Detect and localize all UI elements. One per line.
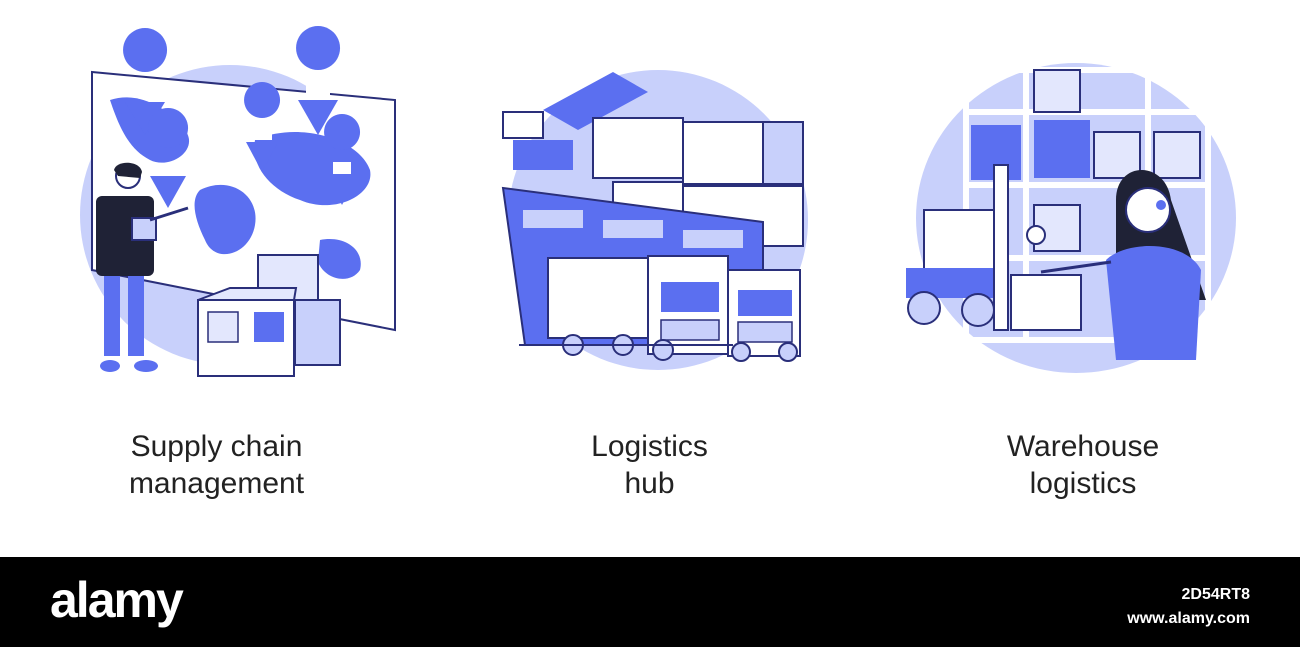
site-url: www.alamy.com [1127, 610, 1250, 627]
caption-line: Logistics [591, 430, 708, 463]
person-with-tablet [96, 162, 189, 372]
truck [727, 269, 801, 362]
image-id: 2D54RT8 [1181, 586, 1250, 603]
panel-logistics-hub: Logistics hub [433, 0, 866, 557]
caption-line: hub [624, 467, 675, 500]
panel-caption: Logistics hub [433, 428, 866, 502]
decorative-dot [933, 117, 943, 127]
factory-pin-icon [324, 114, 361, 205]
logistics-hub-illustration [501, 70, 808, 370]
continent-shape [194, 184, 256, 255]
warehouse-logistics-illustration [906, 63, 1236, 373]
truck [547, 255, 729, 361]
caption-line: Supply chain [130, 430, 303, 463]
woman-with-headset [1026, 170, 1206, 360]
ship-pin-icon [296, 26, 341, 135]
cardboard-boxes [197, 254, 341, 377]
watermark-footer: alamy 2D54RT8 www.alamy.com [0, 557, 1300, 647]
image-meta: 2D54RT8 www.alamy.com [1127, 583, 1250, 631]
continent-shape [318, 239, 361, 279]
panel-supply-chain: Supply chain management [0, 0, 433, 557]
forklift [906, 164, 1082, 331]
panel-warehouse-logistics: Warehouse logistics [866, 0, 1300, 557]
supply-chain-illustration [80, 26, 396, 377]
plane-pin-icon [148, 108, 189, 208]
truck-pin-icon [123, 28, 168, 135]
alamy-logo: alamy [50, 572, 184, 628]
caption-line: management [128, 467, 305, 500]
port-crane [502, 72, 648, 170]
store-pin-icon [244, 82, 281, 172]
caption-line: Warehouse [1006, 430, 1160, 463]
panel-caption: Warehouse logistics [866, 428, 1300, 502]
panel-caption: Supply chain management [0, 428, 433, 502]
caption-line: logistics [1029, 467, 1137, 500]
